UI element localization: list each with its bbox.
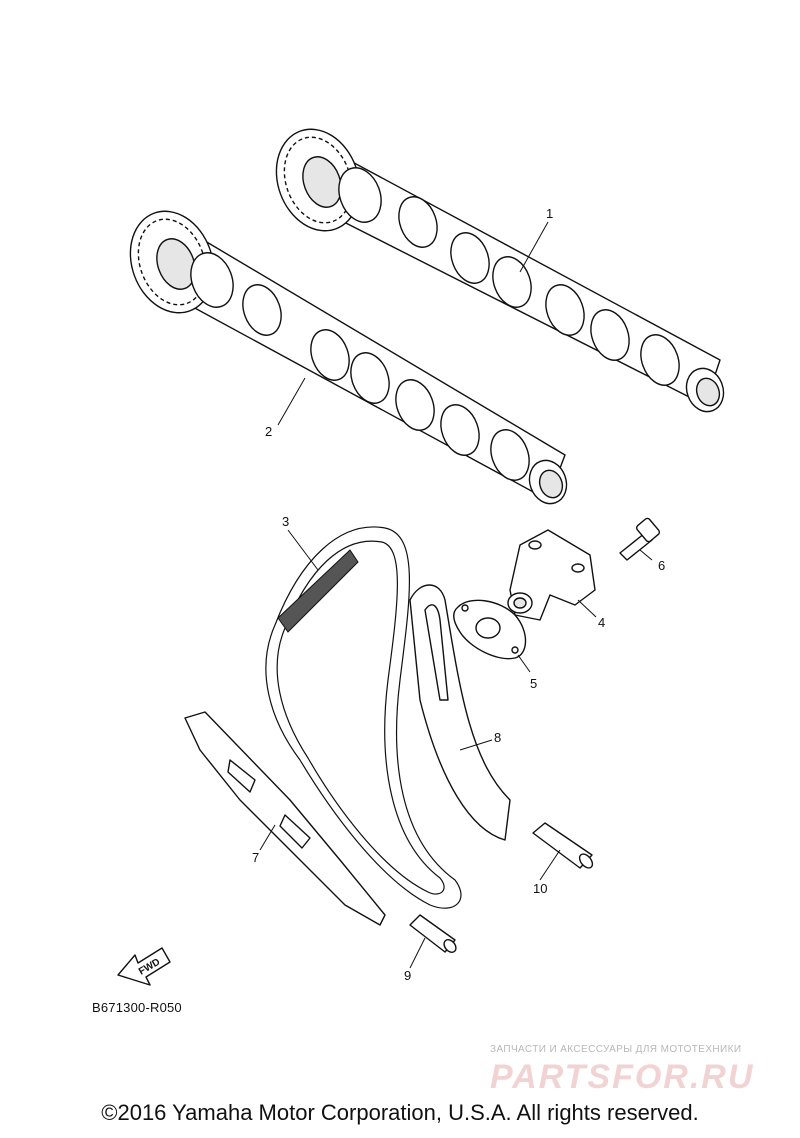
- callout-2: 2: [265, 424, 272, 439]
- copyright-notice: ©2016 Yamaha Motor Corporation, U.S.A. A…: [101, 1100, 699, 1125]
- callout-6: 6: [658, 558, 665, 573]
- tensioner-gasket: [453, 599, 527, 660]
- callout-4: 4: [598, 615, 605, 630]
- cam-sprocket-1: [275, 128, 361, 232]
- fwd-arrow-icon: FWD: [117, 947, 171, 986]
- chain-guide-tensioner-side: [409, 584, 511, 841]
- guide-pin-10: [532, 822, 594, 869]
- watermark-tagline: ЗАПЧАСТИ И АКСЕССУАРЫ ДЛЯ МОТОТЕХНИКИ: [490, 1044, 742, 1055]
- camshaft-1: [275, 128, 725, 413]
- callout-5: 5: [530, 676, 537, 691]
- guide-pin-9: [409, 914, 457, 953]
- chain-guide-exhaust-side: [184, 711, 386, 926]
- watermark-logo: PARTSFOR.RU: [490, 1058, 754, 1096]
- callout-10: 10: [533, 881, 547, 896]
- callout-9: 9: [404, 968, 411, 983]
- callout-7: 7: [252, 850, 259, 865]
- callout-3: 3: [282, 514, 289, 529]
- timing-chain: [265, 526, 462, 909]
- diagram-code: B671300-R050: [92, 1000, 182, 1015]
- bolt: [619, 517, 661, 561]
- callout-8: 8: [494, 730, 501, 745]
- callout-1: 1: [546, 206, 553, 221]
- chain-tensioner: [507, 529, 596, 621]
- svg-text:PARTSFOR.RU: PARTSFOR.RU: [490, 1058, 754, 1096]
- camshaft-2: [129, 210, 568, 505]
